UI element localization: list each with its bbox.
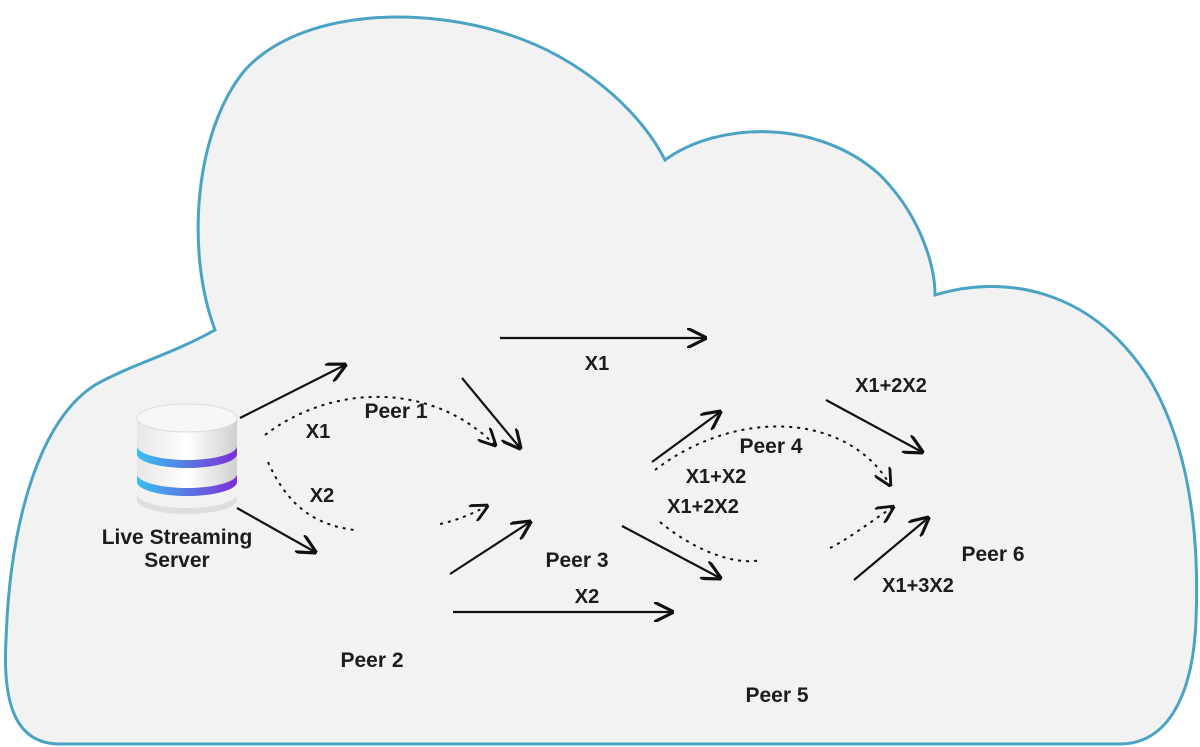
edge-label-peer4-x1-2x2: X1+2X2 [855,375,927,397]
edge-label-server-x2: X2 [310,485,334,507]
solid-edges [236,338,928,612]
dotted-peer3-peer5 [659,521,761,563]
server-label-line2: Server [144,549,209,572]
node-labels: Live Streaming Server Peer 1 Peer 2 Peer… [102,400,1025,707]
dotted-peer3-peer6-upper [654,425,890,485]
database-server-icon [136,403,238,514]
edge-peer3-peer4 [651,412,720,463]
peer5-label: Peer 5 [745,684,808,707]
dotted-server-peer3 [264,395,495,445]
peer2-label: Peer 2 [340,649,403,672]
edge-label-server-x1: X1 [306,421,330,443]
edge-peer5-peer6 [853,518,928,581]
edge-peer1-peer3 [461,377,520,448]
dotted-peer2-peer3 [439,506,487,525]
edge-server-peer2 [236,507,315,552]
edge-peer3-peer5 [621,525,720,578]
dotted-edges [264,395,893,563]
edge-label-peer3-x1-2x2: X1+2X2 [667,496,739,518]
edge-labels: X1 X2 X1 X2 X1+X2 X1+2X2 X1+2X2 X1+3X2 [306,353,954,608]
peer4-label: Peer 4 [739,435,802,458]
edge-peer4-peer6 [825,399,922,452]
peer3-label: Peer 3 [545,549,608,572]
server-label-line1: Live Streaming [102,526,253,549]
edge-label-x1-plus-x2: X1+X2 [686,466,747,488]
edge-server-peer1 [239,365,345,419]
cloud-background [3,15,1199,746]
edge-peer2-peer3 [449,522,530,575]
edge-label-peer1-peer4: X1 [585,353,609,375]
edge-label-peer2-peer5: X2 [575,586,599,608]
edge-label-x1-3x2: X1+3X2 [882,575,954,597]
dotted-server-peer2 [267,461,356,531]
peer6-label: Peer 6 [961,543,1024,566]
peer1-label: Peer 1 [364,400,427,423]
